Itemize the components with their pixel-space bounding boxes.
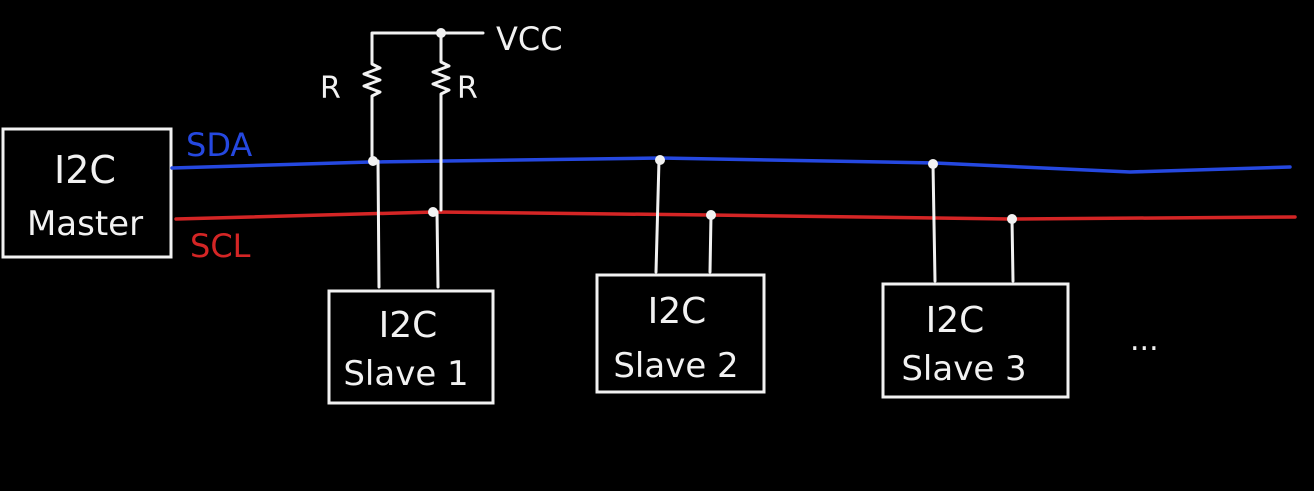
resistor-left xyxy=(362,54,382,160)
scl-label: SCL xyxy=(190,227,251,265)
slave-3: I2C Slave 3 xyxy=(881,159,1070,399)
slave-1-scl-wire xyxy=(435,210,440,289)
resistor-right-label: R xyxy=(457,71,478,106)
slave-2-box xyxy=(595,273,766,394)
scl-pullup-junction xyxy=(428,207,438,217)
slave-2: I2C Slave 2 xyxy=(595,155,766,394)
slave-1-label-line1: I2C xyxy=(379,305,438,346)
more-devices-ellipsis: ... xyxy=(1130,323,1159,358)
slave-2-scl-wire xyxy=(708,213,713,274)
slave-3-label-line2: Slave 3 xyxy=(901,349,1026,389)
resistor-left-label: R xyxy=(320,71,341,106)
master-label-line1: I2C xyxy=(54,148,116,192)
master-device: I2C Master xyxy=(1,127,173,259)
resistor-right xyxy=(431,31,451,212)
vcc-rail xyxy=(370,31,485,58)
slave-2-label-line1: I2C xyxy=(648,291,707,332)
sda-pullup-junction xyxy=(368,156,378,166)
slave-3-box xyxy=(881,282,1070,399)
slave-3-label-line1: I2C xyxy=(926,300,985,341)
slave-2-label-line2: Slave 2 xyxy=(613,346,738,386)
slave-1-box xyxy=(327,289,495,405)
slave-3-sda-wire xyxy=(931,162,937,283)
slave-1-label-line2: Slave 1 xyxy=(343,354,468,394)
sda-line xyxy=(170,156,1292,174)
slave-1: I2C Slave 1 xyxy=(327,159,495,405)
slave-3-scl-wire xyxy=(1010,217,1015,283)
sda-label: SDA xyxy=(186,126,252,164)
vcc-label: VCC xyxy=(496,20,563,58)
slave-2-sda-wire xyxy=(654,158,661,274)
pull-up-network: VCC R R xyxy=(320,20,563,217)
slave-1-sda-wire xyxy=(376,159,381,289)
master-box xyxy=(1,127,173,259)
scl-line xyxy=(174,210,1297,221)
master-label-line2: Master xyxy=(27,204,143,244)
